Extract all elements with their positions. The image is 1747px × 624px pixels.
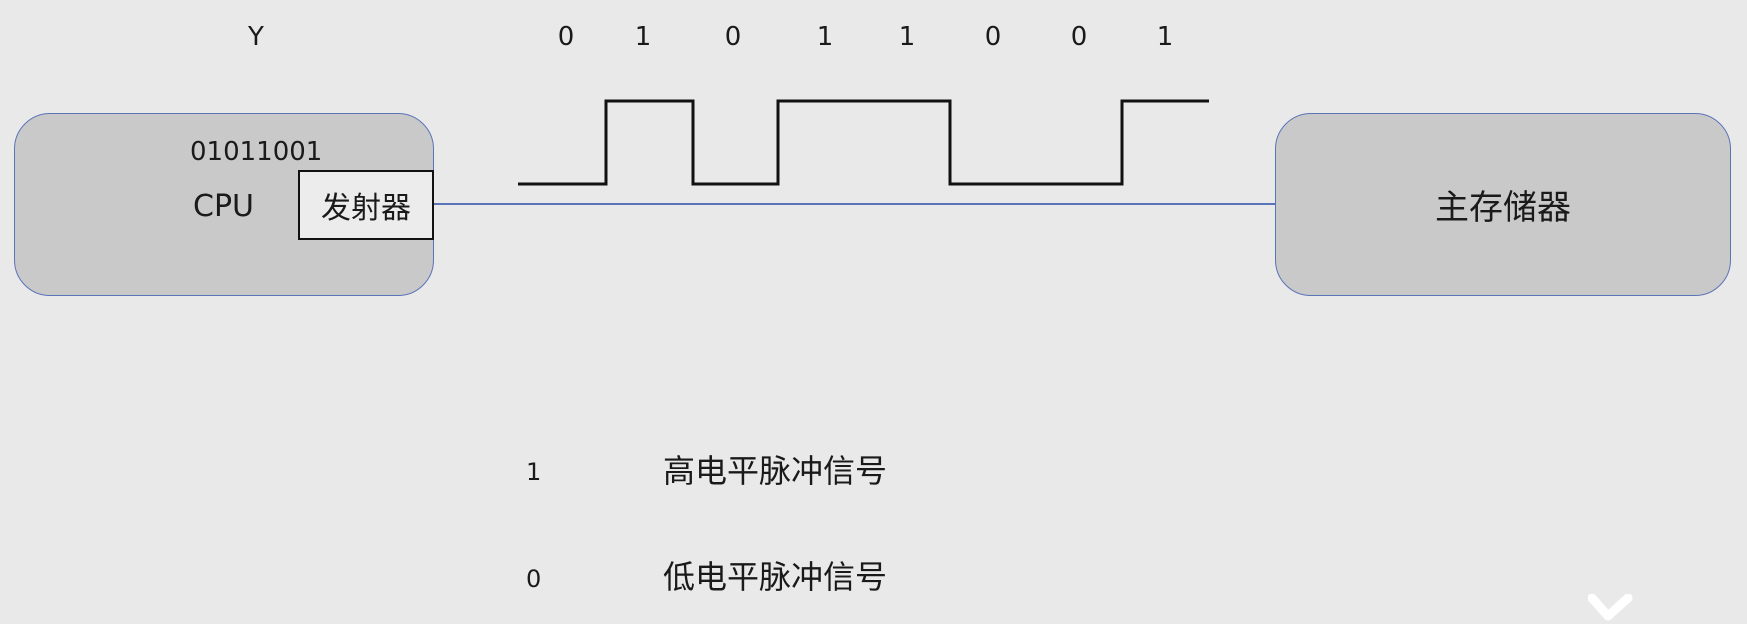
bit-label: 1 — [634, 22, 652, 52]
emitter-label: 发射器 — [321, 191, 411, 226]
legend-desc-low: 低电平脉冲信号 — [663, 558, 888, 596]
bit-label: 1 — [1156, 22, 1174, 52]
emitter-box: 发射器 — [298, 170, 434, 240]
bit-label: 1 — [816, 22, 834, 52]
legend-value-low: 0 — [526, 565, 542, 593]
cpu-data-value: 01011001 — [190, 137, 323, 167]
main-memory-box: 主存储器 — [1275, 113, 1731, 296]
legend-desc-high: 高电平脉冲信号 — [663, 452, 888, 490]
bit-label: 0 — [724, 22, 742, 52]
register-label: Y — [248, 22, 264, 52]
legend-value-high: 1 — [526, 458, 542, 486]
bit-label: 0 — [557, 22, 575, 52]
bit-label: 0 — [1070, 22, 1088, 52]
watermark-icon — [1588, 594, 1633, 621]
signal-waveform — [432, 99, 1276, 205]
bit-label: 1 — [898, 22, 916, 52]
bit-label: 0 — [984, 22, 1002, 52]
cpu-label: CPU — [193, 189, 254, 224]
main-memory-label: 主存储器 — [1435, 188, 1571, 228]
